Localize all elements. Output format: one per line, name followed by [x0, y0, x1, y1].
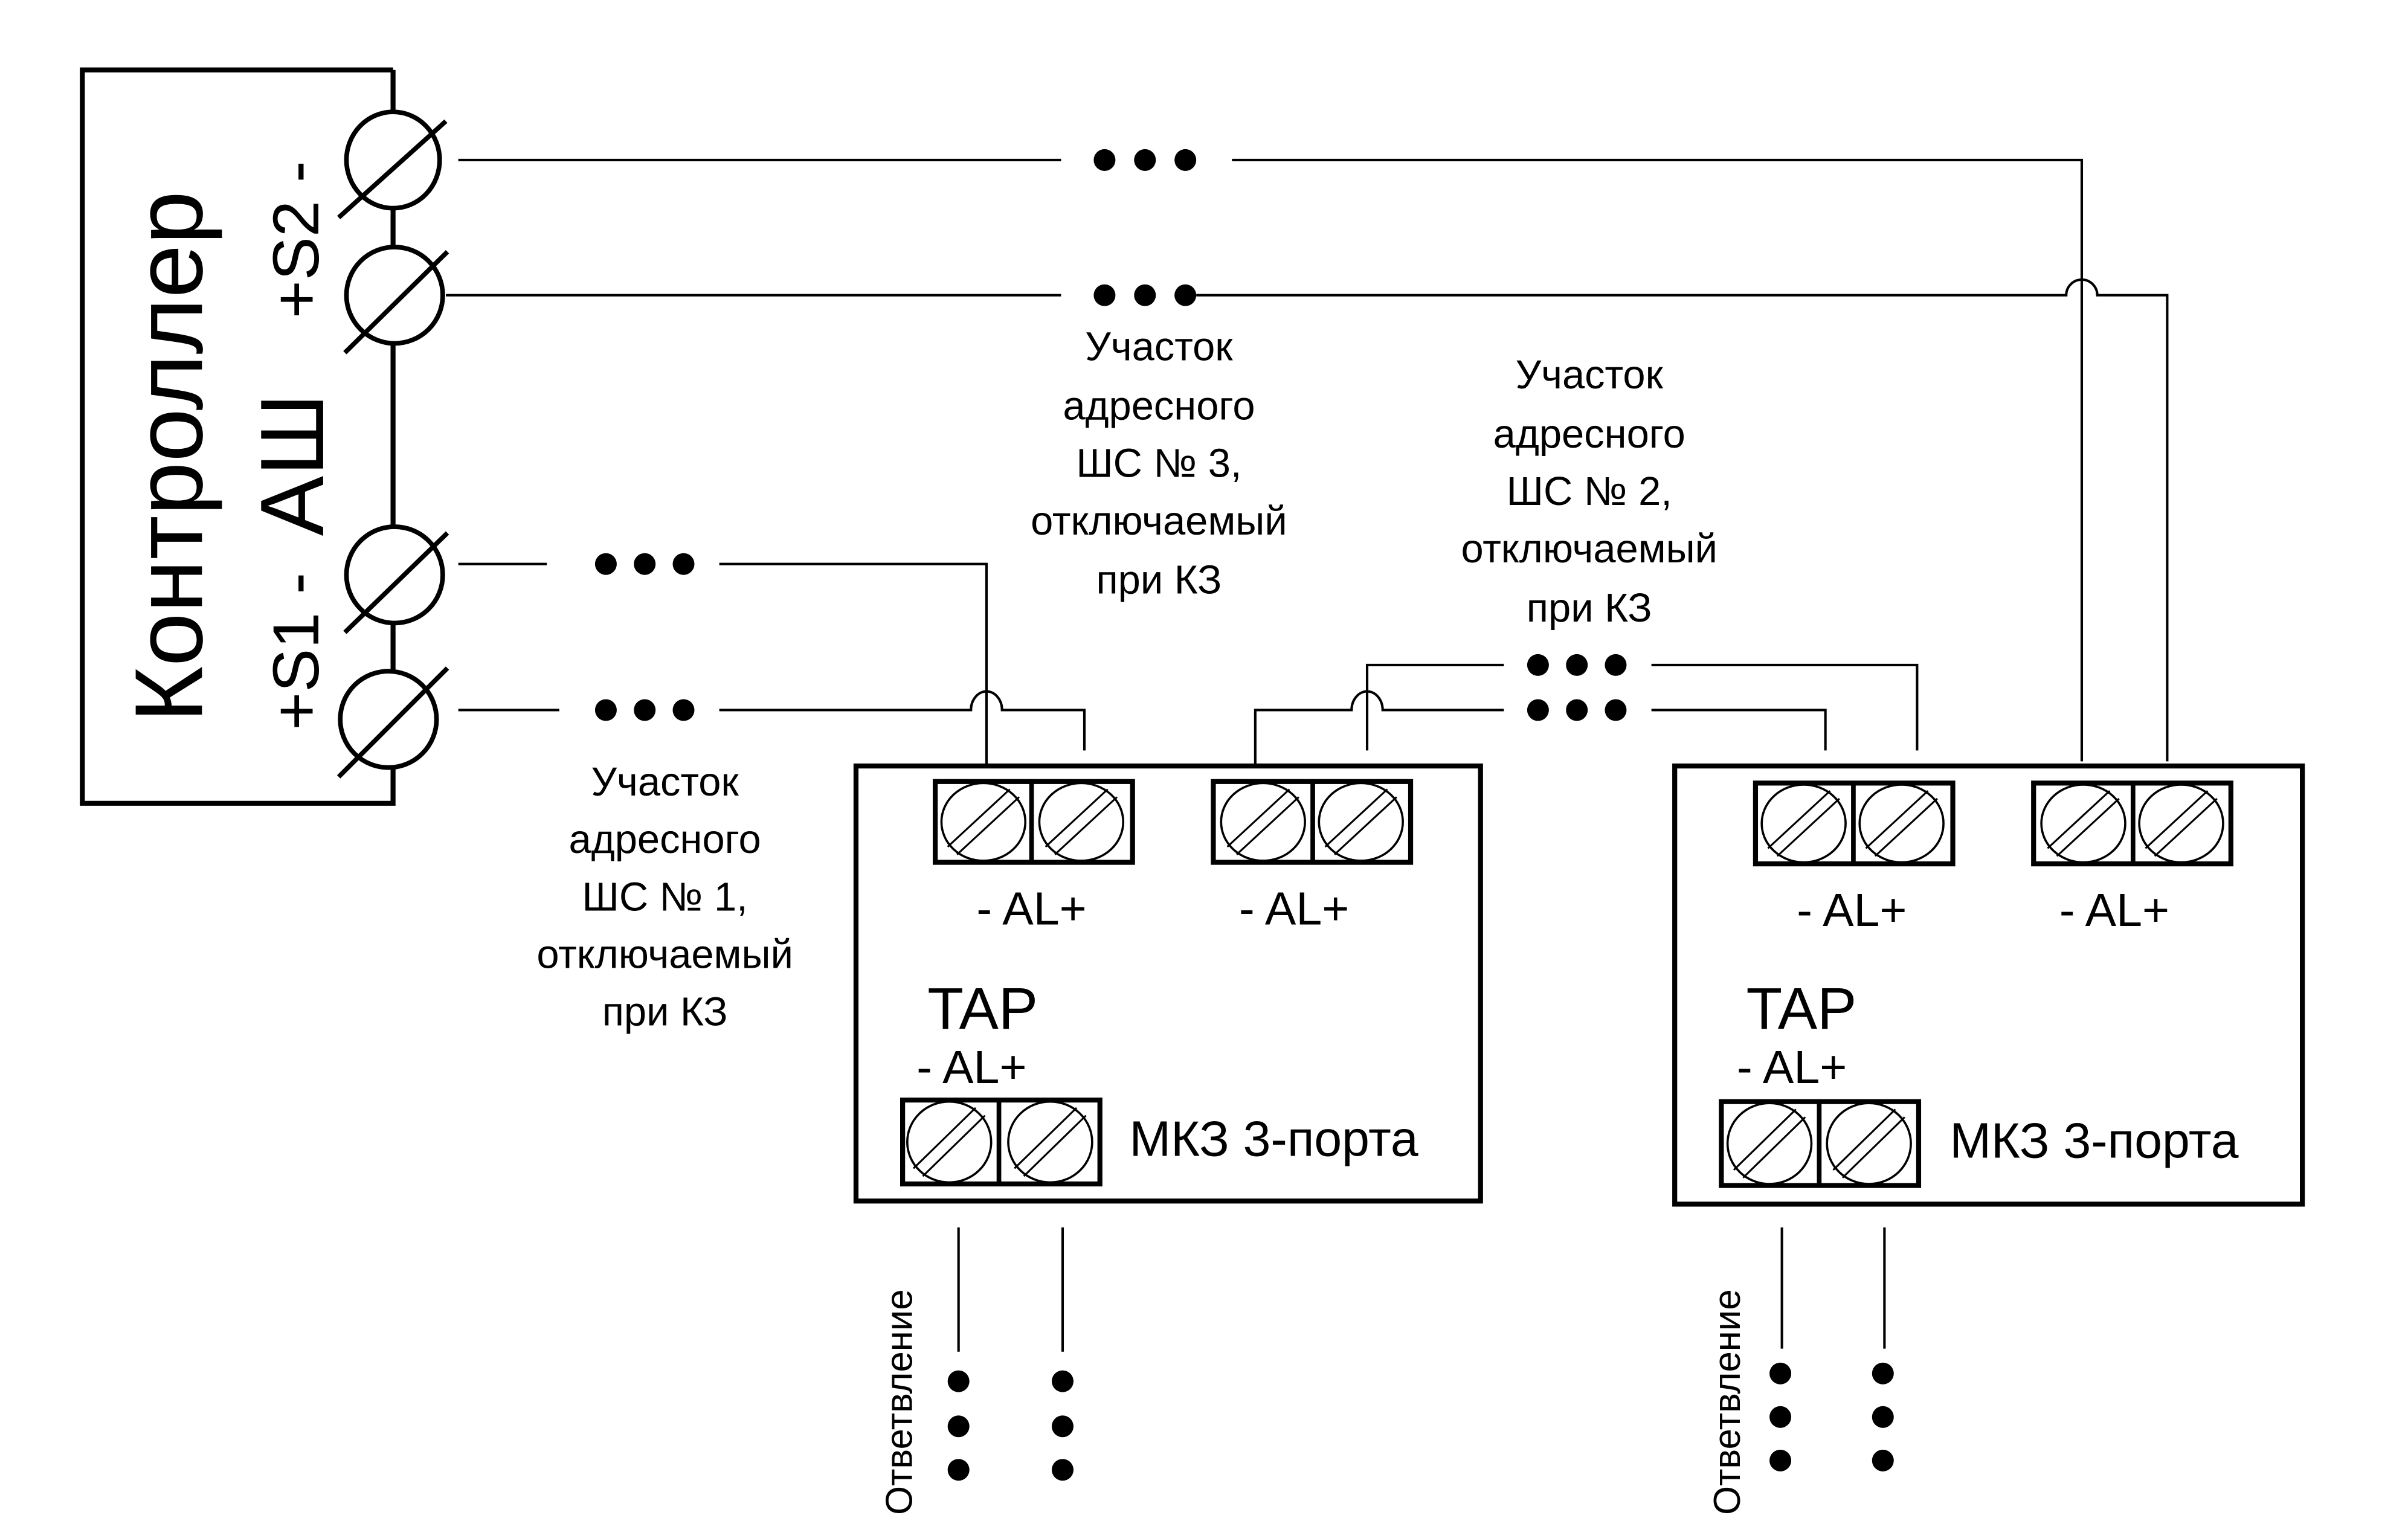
ellipsis-dots-branch-2 [1769, 1362, 1894, 1471]
module-1-name: МКЗ 3-порта [1130, 1111, 1418, 1167]
wire-s2-plus-b [1196, 278, 2169, 762]
svg-text:Участок: Участок [1085, 324, 1233, 370]
screw-icon [2138, 783, 2224, 864]
screw-icon [1220, 782, 1306, 862]
module-1-port-b-label: - AL+ [1239, 883, 1349, 934]
module-2-tap-label: TAP [1746, 976, 1856, 1041]
terminal-screw-icon [344, 245, 445, 346]
screw-icon [1826, 1102, 1912, 1185]
svg-text:адресного: адресного [1493, 411, 1685, 457]
terminal-screw-icon [344, 109, 442, 211]
wire-s2-minus-b [1232, 158, 2084, 762]
svg-text:ШС № 2,: ШС № 2, [1507, 469, 1672, 514]
screw-icon [1760, 783, 1847, 864]
controller-terminal-s1-plus[interactable] [336, 666, 449, 779]
controller-title: Контроллер [115, 191, 222, 722]
svg-text:адресного: адресного [1063, 383, 1255, 428]
ellipsis-dots-s2-plus [1093, 284, 1197, 306]
wire-seg2-a-right [1651, 663, 1919, 751]
segment-label-3: Участок адресного ШС № 3, отключаемый пр… [1031, 324, 1287, 603]
screw-icon [2040, 783, 2126, 864]
module-1-tap-port-label: - AL+ [916, 1041, 1026, 1093]
svg-text:отключаемый: отключаемый [1461, 526, 1717, 571]
svg-text:Участок: Участок [591, 759, 739, 805]
wire-seg2-b-left [1254, 690, 1504, 767]
controller-s2-label: +S2 - [259, 161, 332, 318]
module-1-tap-port[interactable] [900, 1097, 1103, 1187]
module-2-port-b[interactable] [2031, 780, 2233, 867]
screw-icon [1038, 782, 1125, 862]
module-1: - AL+ - AL+ TAP - AL+ МКЗ 3-порта Ответв… [853, 763, 1483, 1515]
controller-subtitle: АШ [242, 393, 343, 536]
module-2-tap-port-label: - AL+ [1737, 1041, 1847, 1093]
ellipsis-dots-branch-1 [947, 1370, 1074, 1481]
module-2-port-a-label: - AL+ [1797, 884, 1907, 936]
ellipsis-dots-seg2-a [1527, 654, 1627, 676]
wires [446, 149, 2169, 777]
controller-s1-label: +S1 - [259, 573, 332, 730]
wire-s1-plus-b [719, 690, 1086, 751]
segment-label-1: Участок адресного ШС № 1, отключаемый пр… [536, 759, 793, 1035]
module-2-port-b-label: - AL+ [2059, 884, 2169, 936]
module-1-port-a-label: - AL+ [976, 883, 1086, 934]
svg-text:адресного: адресного [569, 817, 761, 862]
module-1-port-a[interactable] [932, 779, 1135, 865]
controller: Контроллер АШ +S1 - +S2 - [80, 67, 449, 806]
screw-icon [906, 1100, 993, 1184]
screw-icon [1726, 1102, 1813, 1185]
screw-icon [1858, 783, 1945, 864]
module-1-tap-label: TAP [927, 976, 1038, 1041]
module-1-port-b[interactable] [1211, 779, 1414, 865]
module-2-branch-label: Ответвление [1707, 1289, 1748, 1515]
module-2-port-a[interactable] [1753, 780, 1956, 867]
controller-terminal-s1-minus[interactable] [343, 524, 449, 634]
wire-seg2-a-left [1365, 663, 1504, 751]
screw-icon [1007, 1100, 1093, 1184]
svg-text:отключаемый: отключаемый [1031, 498, 1287, 544]
wire-s1-minus-b [719, 562, 988, 777]
ellipsis-dots-seg2-b [1527, 699, 1627, 721]
screw-icon [940, 782, 1027, 862]
controller-terminal-s2-minus[interactable] [337, 109, 448, 219]
wire-seg2-b-right [1651, 709, 1827, 751]
screw-icon [1318, 782, 1404, 862]
controller-terminal-s2-plus[interactable] [343, 245, 449, 355]
module-2-tap-port[interactable] [1719, 1099, 1922, 1188]
segment-label-2: Участок адресного ШС № 2, отключаемый пр… [1461, 352, 1717, 631]
module-2-name: МКЗ 3-порта [1949, 1113, 2238, 1168]
module-1-branch-label: Ответвление [879, 1289, 921, 1515]
ellipsis-dots-s1-minus [594, 553, 695, 575]
svg-text:отключаемый: отключаемый [536, 931, 793, 977]
ellipsis-dots-s2-minus [1093, 149, 1197, 171]
terminal-screw-icon [344, 524, 445, 626]
ellipsis-dots-s1-plus [594, 699, 695, 721]
svg-text:ШС № 1,: ШС № 1, [582, 874, 748, 919]
svg-text:при КЗ: при КЗ [1527, 585, 1652, 631]
svg-text:при КЗ: при КЗ [602, 989, 728, 1035]
module-2: - AL+ - AL+ TAP - AL+ МКЗ 3-порта Ответв… [1672, 763, 2305, 1515]
svg-text:Участок: Участок [1516, 352, 1664, 397]
svg-text:при КЗ: при КЗ [1096, 558, 1222, 603]
terminal-screw-icon [338, 669, 439, 770]
svg-text:ШС № 3,: ШС № 3, [1076, 441, 1241, 486]
controller-box [80, 67, 396, 806]
